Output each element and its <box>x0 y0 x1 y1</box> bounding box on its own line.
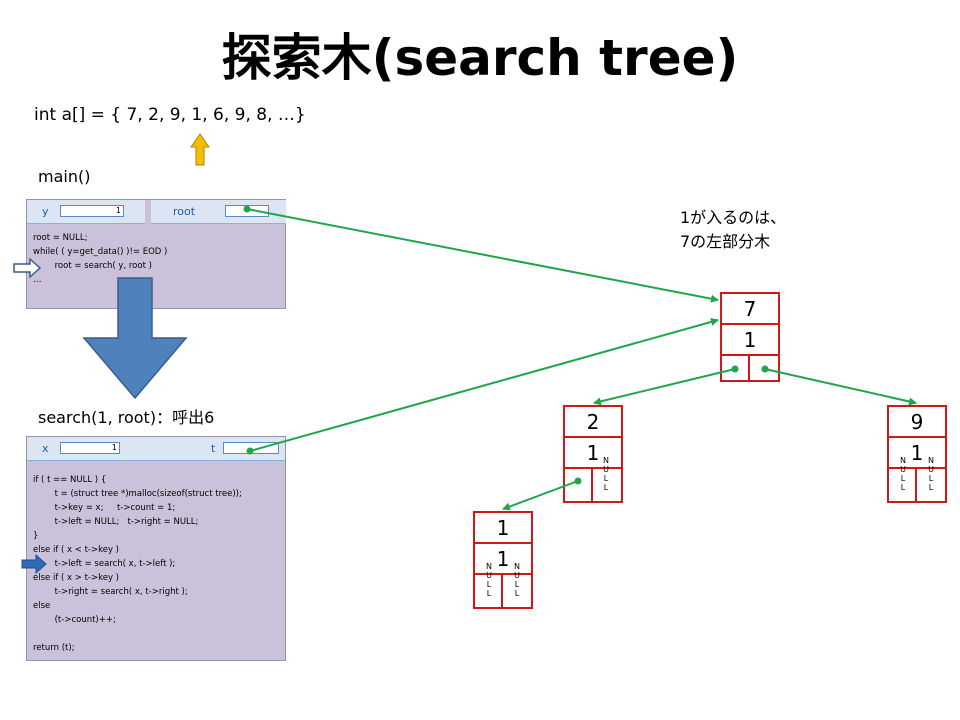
node-right-pointer: NULL <box>593 456 621 501</box>
node-left-pointer <box>565 469 593 501</box>
root-pointer-dot <box>243 205 251 213</box>
search-frame-label: search(1, root)：呼出6 <box>38 408 215 427</box>
node-count: 1 <box>475 544 531 575</box>
null-label: NULL <box>514 562 520 598</box>
tree-node-7: 7 1 <box>720 292 780 382</box>
var-x-label: x <box>42 442 49 455</box>
tree-node-1: 1 1 NULL NULL <box>473 511 533 609</box>
node7-right-dot <box>761 365 769 373</box>
main-var-y-cell: y 1 <box>27 200 145 224</box>
node-key: 7 <box>722 294 778 325</box>
input-array-text: int a[] = { 7, 2, 9, 1, 6, 9, 8, …} <box>34 105 306 125</box>
node-left-pointer: NULL <box>889 456 917 501</box>
search-current-line-arrow <box>21 553 47 575</box>
t-pointer-line <box>249 318 719 452</box>
root-pointer-line <box>246 208 719 303</box>
input-pointer-arrow <box>190 133 210 166</box>
node-right-pointer: NULL <box>917 456 945 501</box>
t-pointer-dot <box>246 447 254 455</box>
tree-node-2: 2 1 NULL <box>563 405 623 503</box>
edge-7-to-2 <box>593 368 736 406</box>
var-y-value: 1 <box>60 205 124 217</box>
var-x-value: 1 <box>60 442 120 454</box>
node-key: 1 <box>475 513 531 544</box>
var-y-label: y <box>42 205 49 218</box>
var-t-label: t <box>211 442 216 455</box>
note-line-1: 1が入るのは、 <box>680 208 787 227</box>
node-right-pointer: NULL <box>503 562 531 607</box>
node-key: 2 <box>565 407 621 438</box>
search-stack-frame: x 1 t if ( t == NULL ) { t = (struct tre… <box>26 436 286 661</box>
null-label: NULL <box>928 456 934 492</box>
edge-2-to-1 <box>502 480 579 511</box>
search-code: if ( t == NULL ) { t = (struct tree *)ma… <box>33 475 242 653</box>
null-label: NULL <box>603 456 609 492</box>
node2-left-dot <box>574 477 582 485</box>
node-count: 1 <box>889 438 945 469</box>
node-count: 1 <box>722 325 778 356</box>
page-title: 探索木(search tree) <box>221 29 739 87</box>
null-label: NULL <box>900 456 906 492</box>
tree-node-9: 9 1 NULL NULL <box>887 405 947 503</box>
edge-7-to-9 <box>764 368 917 406</box>
call-down-arrow <box>82 277 188 400</box>
null-label: NULL <box>486 562 492 598</box>
node-count: 1 <box>565 438 621 469</box>
main-code: root = NULL; while( ( y=get_data() )!= E… <box>33 233 168 285</box>
main-frame-label: main() <box>38 167 91 186</box>
var-root-label: root <box>173 205 196 218</box>
node-left-pointer: NULL <box>475 562 503 607</box>
node-left-pointer <box>722 356 750 380</box>
main-current-line-arrow <box>13 257 42 279</box>
note-line-2: 7の左部分木 <box>680 232 771 251</box>
node-key: 9 <box>889 407 945 438</box>
node7-left-dot <box>731 365 739 373</box>
annotation-note: 1が入るのは、 7の左部分木 <box>680 206 786 254</box>
